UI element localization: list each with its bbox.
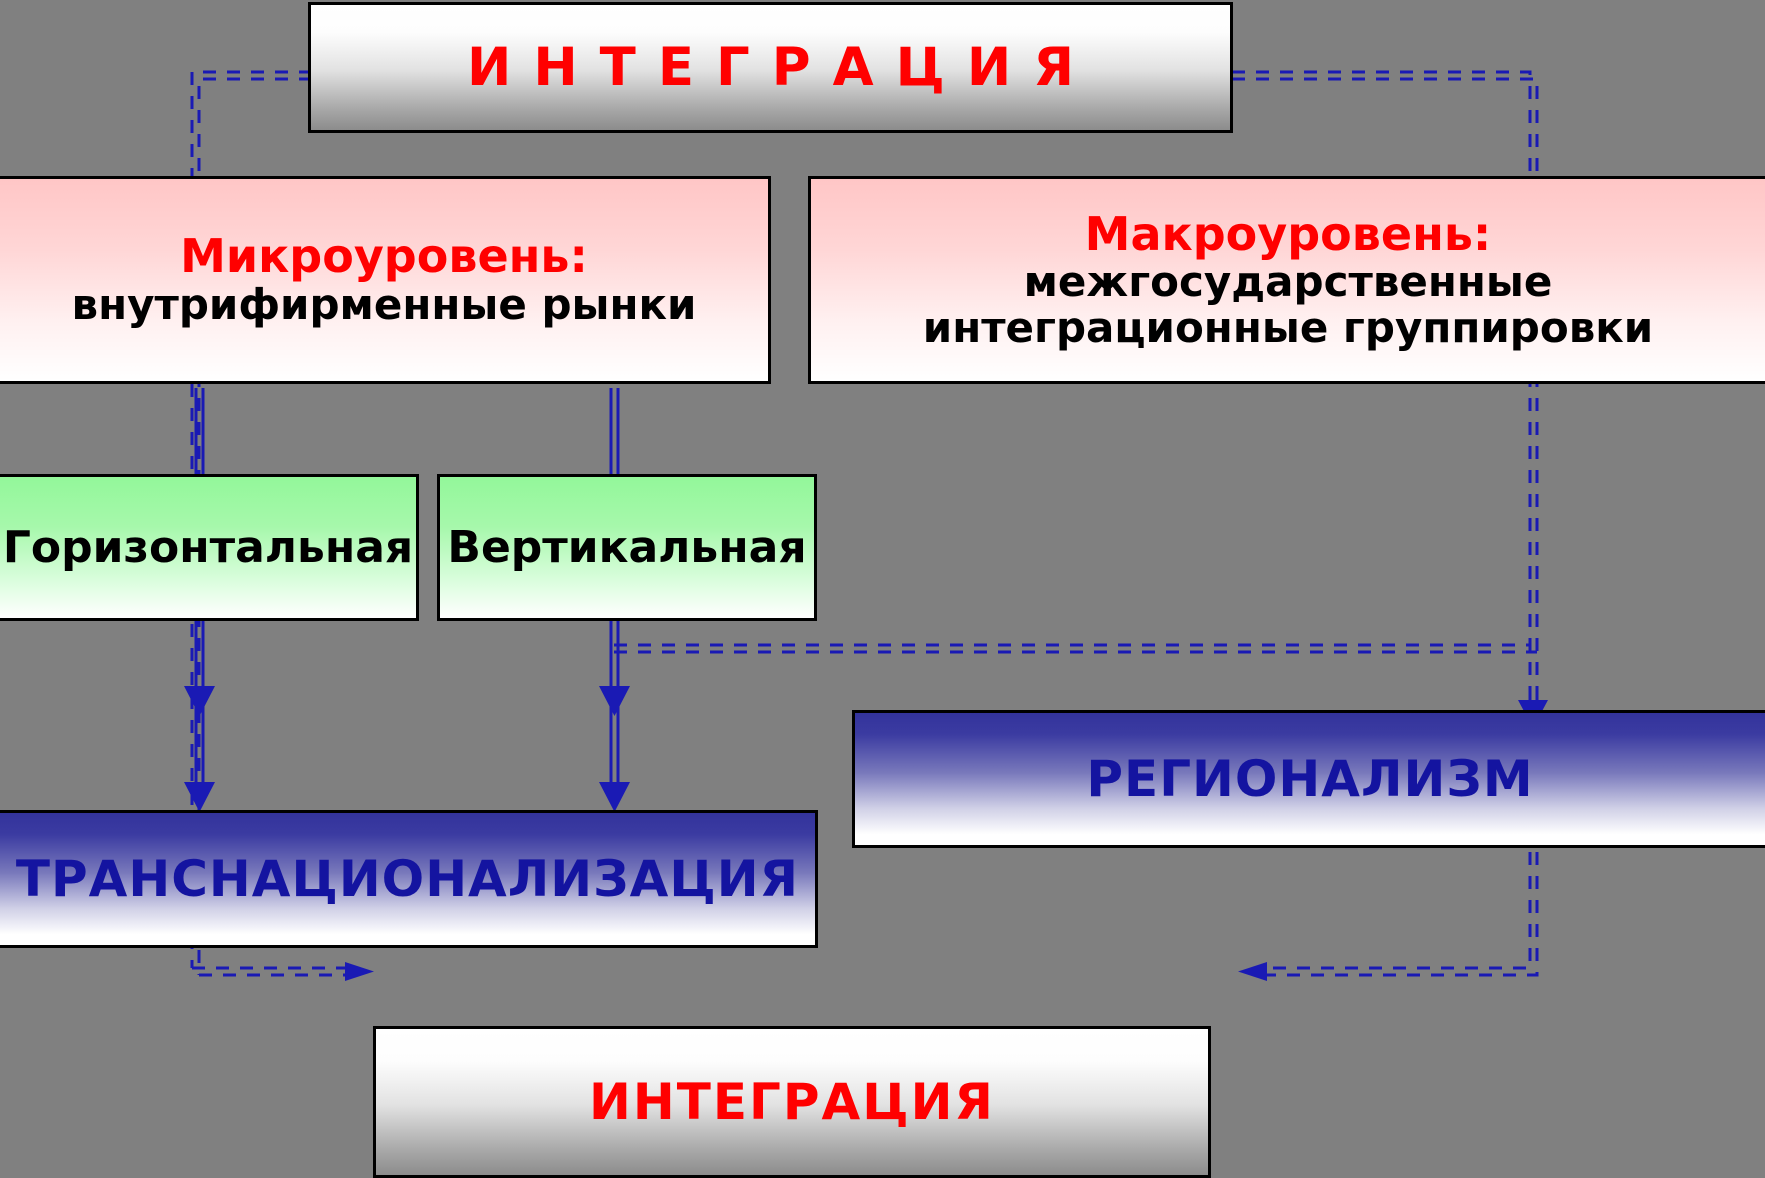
dashed-left-feedback-arrow [192, 966, 345, 977]
transnationalization-box: ТРАНСНАЦИОНАЛИЗАЦИЯ [0, 810, 818, 948]
solid-arrowhead-transnat-left [184, 782, 215, 812]
solid-arrowhead-transnat-right [599, 782, 630, 812]
vertical-integration-label: Вертикальная [447, 521, 807, 573]
horizontal-integration-label: Горизонтальная [2, 521, 414, 573]
macro-level-body-line1: межгосударственные [1023, 257, 1553, 307]
result-integration-label: ИНТЕГРАЦИЯ [589, 1073, 995, 1131]
micro-level-box: Микроуровень: внутрифирменные рынки [0, 176, 771, 384]
dashed-right-return-arrowhead [1238, 962, 1267, 981]
solid-arrowhead-horizontal [184, 686, 215, 716]
micro-level-body: внутрифирменные рынки [71, 280, 697, 330]
dashed-right-return-line [1267, 852, 1539, 977]
dashed-left-feedback-arrowhead [345, 962, 374, 981]
regionalism-box: РЕГИОНАЛИЗМ [852, 710, 1765, 848]
macro-level-body-line2: интеграционные группировки [922, 302, 1654, 352]
dashed-cross-link [614, 643, 1537, 654]
title-box: ИНТЕГРАЦИЯ [308, 2, 1233, 133]
dashed-right-feedback-line [1232, 70, 1539, 705]
vertical-integration-box: Вертикальная [437, 474, 817, 621]
result-integration-box: ИНТЕГРАЦИЯ [373, 1026, 1211, 1178]
title-label: ИНТЕГРАЦИЯ [466, 36, 1097, 98]
macro-level-box: Макроуровень: межгосударственные интегра… [808, 176, 1765, 384]
regionalism-label: РЕГИОНАЛИЗМ [1086, 750, 1534, 808]
dashed-arrow-to-regionalism [1528, 690, 1539, 700]
micro-level-heading: Микроуровень: [180, 229, 588, 284]
horizontal-integration-box: Горизонтальная [0, 474, 419, 621]
transnationalization-label: ТРАНСНАЦИОНАЛИЗАЦИЯ [15, 850, 800, 908]
macro-level-heading: Макроуровень: [1084, 206, 1492, 261]
solid-arrowhead-vertical [599, 686, 630, 716]
